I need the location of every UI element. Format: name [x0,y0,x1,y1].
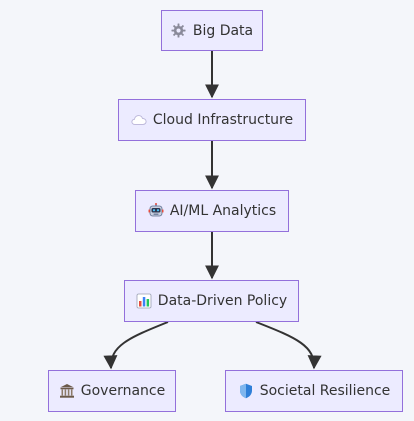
node-ai-ml-analytics[interactable]: AI/ML Analytics [135,190,289,232]
node-governance[interactable]: Governance [48,370,176,412]
node-label: AI/ML Analytics [169,203,277,219]
edge-policy-to-governance [103,321,169,370]
robot-icon [148,203,164,219]
shield-icon [238,383,254,399]
cloud-icon [131,112,147,128]
gear-icon [171,23,187,39]
node-data-driven-policy[interactable]: Data-Driven Policy [124,280,299,322]
node-label: Governance [80,383,166,399]
node-label: Big Data [192,22,254,39]
classical-building-icon [59,383,75,399]
node-societal-resilience[interactable]: Societal Resilience [225,370,403,412]
node-label: Societal Resilience [259,383,391,399]
node-big-data[interactable]: Big Data [161,10,263,51]
node-label: Cloud Infrastructure [152,112,294,128]
bar-chart-icon [136,293,152,309]
node-cloud-infrastructure[interactable]: Cloud Infrastructure [118,99,306,141]
edge-policy-to-resilience [255,321,322,370]
node-label: Data-Driven Policy [157,293,288,309]
